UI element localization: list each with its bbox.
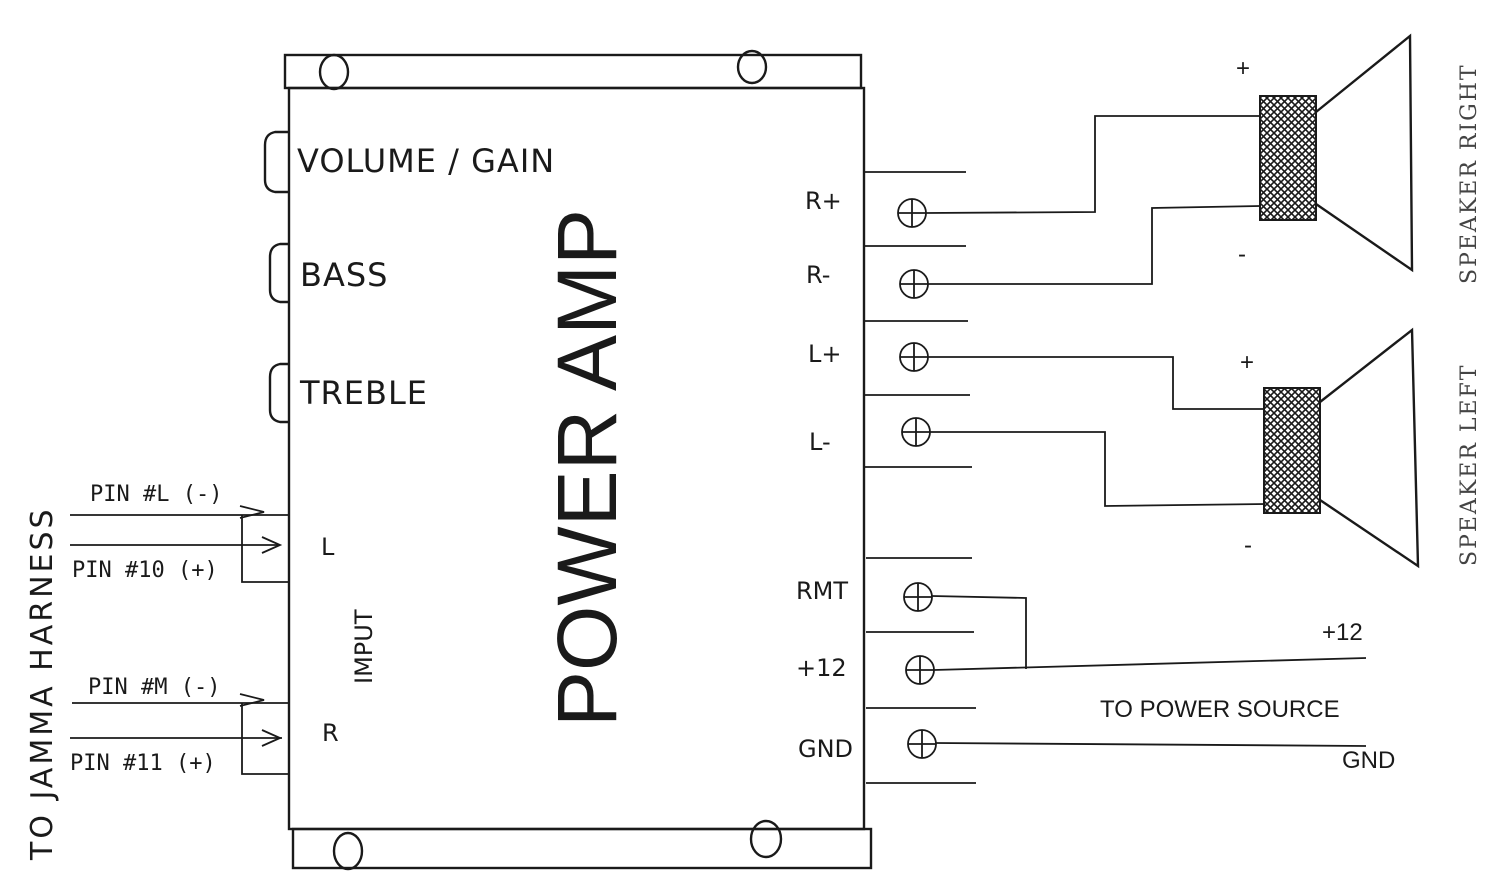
l-plus-wire xyxy=(928,356,1264,410)
terminal-label-r-plus: R+ xyxy=(805,187,842,215)
power-12v-label: +12 xyxy=(1322,619,1363,646)
bottom-left-mounting-hole xyxy=(332,831,364,871)
bottom-mounting-rail xyxy=(291,827,873,870)
screw-terminal-icon xyxy=(907,729,937,759)
pin-label-11-plus: PIN #11 (+) xyxy=(70,751,216,776)
terminal-label-rmt: RMT xyxy=(796,577,848,605)
speaker-right-magnet xyxy=(1259,95,1317,221)
speaker-left-magnet xyxy=(1263,387,1321,514)
speaker-right-cone xyxy=(1315,33,1414,273)
bottom-right-mounting-hole xyxy=(749,819,783,859)
speaker-right-plus: + xyxy=(1236,55,1250,82)
power-source-label: TO POWER SOURCE xyxy=(1100,696,1340,723)
input-channel-l: L xyxy=(321,533,335,561)
pin-label-l-minus: PIN #L (-) xyxy=(90,482,222,507)
screw-terminal-icon xyxy=(897,198,927,228)
r-plus-wire xyxy=(925,115,1260,214)
input-wiring: PIN #L (-) PIN #10 (+) PIN #M (-) PIN #1… xyxy=(25,482,289,861)
speaker-right: + - SPEAKER RIGHT xyxy=(1236,33,1482,284)
arrow-icon xyxy=(239,505,265,519)
top-mounting-rail xyxy=(283,53,863,90)
power-amp-unit: VOLUME / GAIN BASS TREBLE POWER AMP IMPU… xyxy=(263,49,873,871)
gnd-wire xyxy=(935,742,1367,747)
input-channel-r: R xyxy=(322,719,339,747)
terminal-label-r-minus: R- xyxy=(806,261,830,289)
speaker-right-label: SPEAKER RIGHT xyxy=(1457,63,1482,284)
input-label: IMPUT xyxy=(350,609,378,684)
speaker-right-minus: - xyxy=(1238,241,1246,268)
control-label-bass: BASS xyxy=(300,256,388,294)
top-left-mounting-hole xyxy=(318,53,350,91)
power-wiring: +12 TO POWER SOURCE GND xyxy=(931,595,1395,774)
pin-label-m-minus: PIN #M (-) xyxy=(88,675,220,700)
volume-knob xyxy=(263,130,289,194)
screw-terminal-icon xyxy=(899,342,929,372)
screw-terminal-icon xyxy=(901,417,931,447)
screw-terminal-icon xyxy=(903,582,933,612)
harness-label: TO JAMMA HARNESS xyxy=(25,506,60,861)
speaker-left-minus: - xyxy=(1244,532,1252,559)
terminal-label-l-minus: L- xyxy=(809,428,831,456)
amp-title: POWER AMP xyxy=(540,209,634,727)
terminal-label-12v: +12 xyxy=(796,654,847,682)
speaker-left-cone xyxy=(1319,327,1420,569)
arrow-icon xyxy=(261,536,283,554)
rmt-jumper-wire xyxy=(931,595,1027,669)
arrow-icon xyxy=(239,693,265,707)
terminal-label-l-plus: L+ xyxy=(808,340,841,368)
screw-terminal-icon xyxy=(899,269,929,299)
arrow-icon xyxy=(261,729,283,747)
terminal-label-gnd: GND xyxy=(798,735,853,763)
12v-wire xyxy=(933,657,1367,671)
pin-label-10-plus: PIN #10 (+) xyxy=(72,558,218,583)
speaker-left-plus: + xyxy=(1240,349,1254,376)
treble-knob xyxy=(268,362,289,424)
terminal-block: R+ R- L+ L- RMT +12 GND xyxy=(796,171,976,784)
speaker-left: + - SPEAKER LEFT xyxy=(1240,327,1482,569)
control-label-treble: TREBLE xyxy=(299,374,428,412)
speaker-wiring xyxy=(925,115,1267,507)
l-minus-wire xyxy=(930,431,1267,507)
top-right-mounting-hole xyxy=(736,49,768,85)
pin-11-return-wire xyxy=(241,703,289,775)
screw-terminal-icon xyxy=(905,655,935,685)
power-gnd-label: GND xyxy=(1342,747,1395,774)
pin-10-return-wire xyxy=(241,515,289,583)
r-minus-wire xyxy=(928,205,1261,285)
speaker-left-label: SPEAKER LEFT xyxy=(1457,364,1482,566)
control-label-volume: VOLUME / GAIN xyxy=(297,142,555,180)
bass-knob xyxy=(268,242,289,304)
